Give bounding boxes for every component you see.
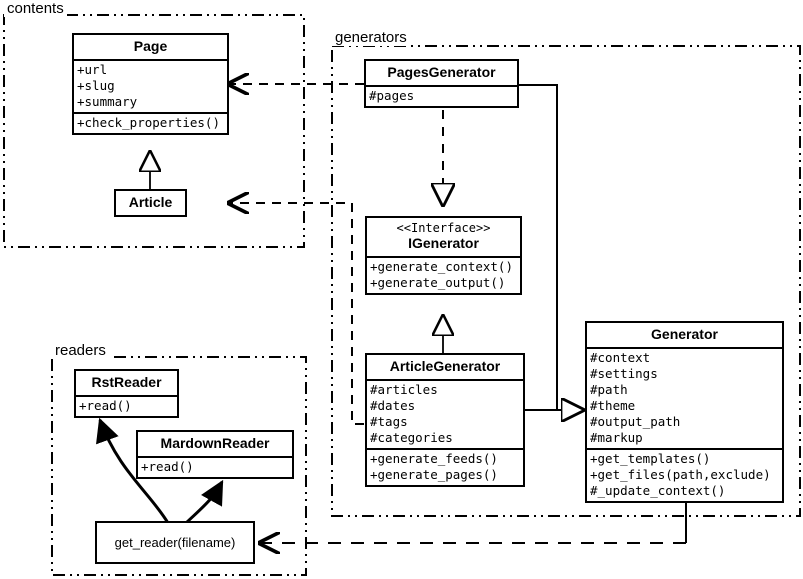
class-generator-attributes: #context #settings #path #theme #output_… <box>587 346 782 448</box>
attribute: +url <box>77 61 108 77</box>
class-mardownreader[interactable]: MardownReader +read() <box>136 430 294 479</box>
class-page[interactable]: Page +url +slug +summary +check_properti… <box>72 33 229 135</box>
class-articlegenerator[interactable]: ArticleGenerator #articles #dates #tags … <box>365 353 525 487</box>
class-page-attributes: +url +slug +summary <box>74 58 227 112</box>
class-article[interactable]: Article <box>114 189 187 217</box>
method: +read() <box>141 458 194 474</box>
attribute: #markup <box>590 429 643 445</box>
class-article-name: Article <box>128 194 173 210</box>
class-igenerator[interactable]: <<Interface>> IGenerator +generate_conte… <box>365 216 522 295</box>
method: +get_templates() <box>590 450 711 466</box>
class-igenerator-name: IGenerator <box>408 235 479 252</box>
class-rstreader-methods: +read() <box>76 394 177 416</box>
attribute: #categories <box>370 429 453 445</box>
method: +generate_context() <box>370 258 513 274</box>
attribute: #tags <box>370 413 408 429</box>
attribute: #context <box>590 349 651 365</box>
class-rstreader[interactable]: RstReader +read() <box>74 369 179 418</box>
attribute: +slug <box>77 77 115 93</box>
method: +generate_pages() <box>370 466 498 482</box>
class-mardownreader-name: MardownReader <box>160 435 270 451</box>
class-rstreader-name: RstReader <box>91 374 162 390</box>
attribute: #path <box>590 381 628 397</box>
class-articlegenerator-name: ArticleGenerator <box>389 358 501 374</box>
method: +get_files(path,exclude) <box>590 466 771 482</box>
attribute: #dates <box>370 397 416 413</box>
function-box-get-reader-label: get_reader(filename) <box>114 535 236 550</box>
method: +read() <box>79 397 132 413</box>
method: +generate_feeds() <box>370 450 498 466</box>
class-mardownreader-methods: +read() <box>138 455 292 477</box>
attribute: #articles <box>370 381 438 397</box>
package-label-generators: generators <box>332 29 410 46</box>
flow-getreader-to-mardownreader <box>184 479 224 525</box>
dependency-articlegenerator-to-article-segment <box>229 203 364 425</box>
package-label-contents: contents <box>4 0 67 17</box>
class-generator[interactable]: Generator #context #settings #path #them… <box>585 321 784 503</box>
method: +generate_output() <box>370 274 506 290</box>
attribute: #pages <box>369 87 415 103</box>
class-page-name: Page <box>133 38 168 54</box>
class-page-methods: +check_properties() <box>74 111 227 133</box>
class-generator-name: Generator <box>651 326 718 342</box>
function-box-get-reader[interactable]: get_reader(filename) <box>95 521 255 564</box>
method: +check_properties() <box>77 114 220 130</box>
class-articlegenerator-attributes: #articles #dates #tags #categories <box>367 378 523 448</box>
class-generator-methods: +get_templates() +get_files(path,exclude… <box>587 447 782 501</box>
attribute: #settings <box>590 365 658 381</box>
class-articlegenerator-methods: +generate_feeds() +generate_pages() <box>367 447 523 485</box>
class-igenerator-methods: +generate_context() +generate_output() <box>367 255 520 293</box>
class-pagesgenerator-name: PagesGenerator <box>387 64 496 80</box>
attribute: +summary <box>77 93 138 109</box>
package-label-readers: readers <box>52 342 109 359</box>
attribute: #output_path <box>590 413 681 429</box>
class-igenerator-stereotype: <<Interface>> <box>396 221 491 235</box>
method: #_update_context() <box>590 482 726 498</box>
class-pagesgenerator-attributes: #pages <box>366 84 517 106</box>
attribute: #theme <box>590 397 636 413</box>
class-pagesgenerator[interactable]: PagesGenerator #pages <box>364 59 519 108</box>
